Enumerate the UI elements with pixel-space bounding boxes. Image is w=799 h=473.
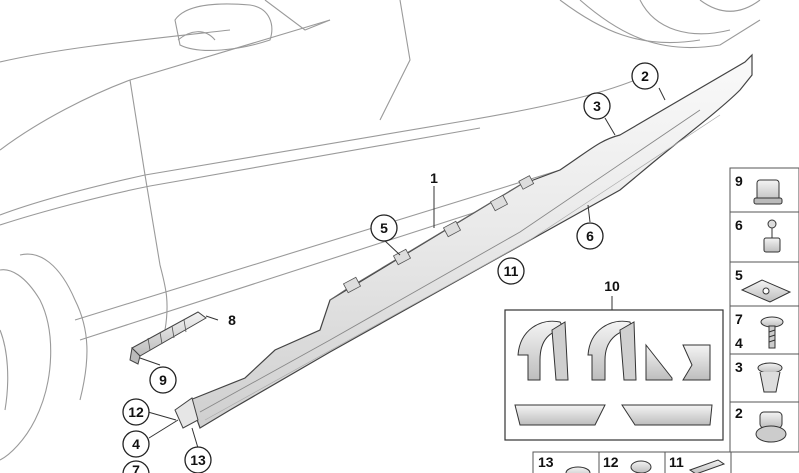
callout-13: 13 xyxy=(190,452,206,468)
clip-icon xyxy=(565,466,591,473)
push-rivet-icon xyxy=(753,179,783,205)
sidebar-label-3: 3 xyxy=(735,359,743,375)
grommet-icon xyxy=(755,411,787,443)
bottom-label-12: 12 xyxy=(603,454,619,470)
leader-lines xyxy=(139,87,666,449)
bottom-label-11: 11 xyxy=(669,454,684,470)
callout-8: 8 xyxy=(228,312,236,328)
mounting-clip-strip xyxy=(129,311,207,365)
sidebar-label-2: 2 xyxy=(735,405,743,421)
callout-7: 7 xyxy=(132,462,140,473)
callout-4: 4 xyxy=(132,436,140,452)
spring-nut-icon xyxy=(740,279,792,303)
screw-icon xyxy=(760,316,784,349)
side-sill-panel xyxy=(174,53,753,429)
wheel-arch-kit-box xyxy=(504,309,724,441)
sidebar-panel-7-4 xyxy=(729,305,799,355)
car-body-outline xyxy=(0,0,761,461)
sidebar-label-4: 4 xyxy=(735,335,743,351)
callout-3: 3 xyxy=(593,98,601,114)
callout-9: 9 xyxy=(159,372,167,388)
clip-icon xyxy=(630,460,652,473)
callout-5: 5 xyxy=(380,220,388,236)
sidebar-label-9: 9 xyxy=(735,173,743,189)
callout-11: 11 xyxy=(504,263,519,279)
main-callouts: 1 2 3 5 6 11 10 8 9 12 4 7 13 xyxy=(122,62,659,473)
bottom-label-13: 13 xyxy=(538,454,554,470)
expanding-rivet-icon xyxy=(763,219,781,253)
sidebar-label-5: 5 xyxy=(735,267,743,283)
callout-1: 1 xyxy=(430,170,438,186)
callout-6: 6 xyxy=(586,228,594,244)
sidebar-label-7: 7 xyxy=(735,311,743,327)
bottom-fastener-row: 13 12 11 xyxy=(532,451,732,473)
callout-12: 12 xyxy=(128,404,144,420)
clip-icon xyxy=(757,362,783,393)
fastener-sidebar: 9 6 5 7 4 3 xyxy=(729,167,799,453)
sidebar-label-6: 6 xyxy=(735,217,743,233)
sill-mounting-clips xyxy=(342,175,535,294)
callout-10: 10 xyxy=(604,278,620,294)
callout-2: 2 xyxy=(641,68,649,84)
